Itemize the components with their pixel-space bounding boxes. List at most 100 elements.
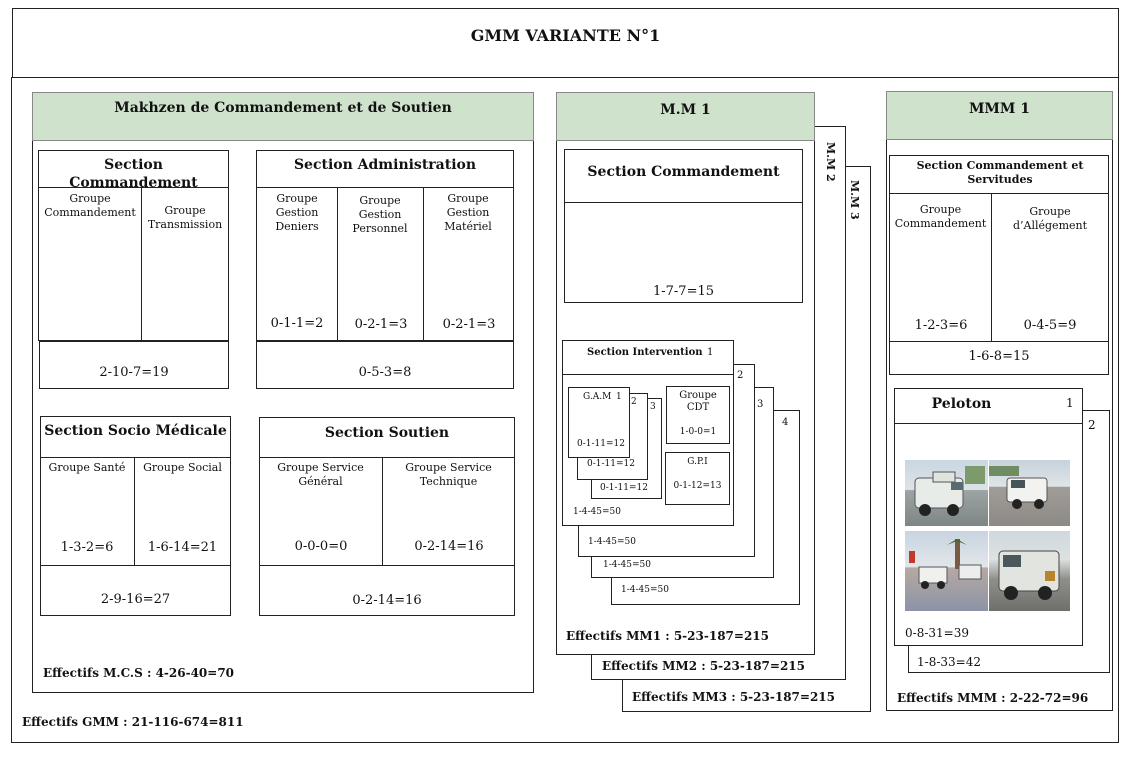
divider [562,374,734,375]
mm1-cmd-section [564,149,803,303]
intervention-n3: 3 [757,399,764,410]
peloton-title: Peloton [931,396,992,412]
intervention-total-2: 1-4-45=50 [588,537,636,547]
gam-v2: 0-1-11=12 [587,459,635,469]
mcs-admin-v1: 0-1-1=2 [270,316,324,331]
divider [889,341,1109,342]
cdt-box [666,386,730,444]
mcs-admin-v2: 0-2-1=3 [354,317,408,332]
intervention-total-3: 1-4-45=50 [603,560,651,570]
gam-v1: 0-1-11=12 [577,439,625,449]
mmm-scs-v2: 0-4-5=9 [1023,318,1077,333]
mmm-scs-title: Section Commandement et Servitudes [916,159,1084,186]
mcs-socio-title: Section Socio Médicale [44,423,227,439]
divider [40,565,231,566]
divider [889,193,1109,194]
intervention-title: Section Intervention [587,347,703,358]
mcs-soutien-total: 0-2-14=16 [352,593,422,608]
divider [134,457,135,565]
gpi-title: G.P.I [687,457,708,467]
mcs-soutien-v1: 0-0-0=0 [294,539,348,554]
peloton-v2: 1-8-33=42 [917,655,981,669]
mmm-scs-total: 1-6-8=15 [968,349,1030,364]
peloton-n1: 1 [1066,396,1074,410]
mcs-cmd-g1: Groupe Commandement [44,192,136,219]
divider [40,457,231,458]
mcs-cmd-total: 2-10-7=19 [99,365,169,380]
mcs-cmd-section [38,150,229,341]
mcs-effectifs: Effectifs M.C.S : 4-26-40=70 [43,666,235,680]
divider [382,457,383,565]
mcs-admin-section [256,150,514,341]
mcs-cmd-total-box [39,341,229,389]
mcs-socio-v1: 1-3-2=6 [60,540,114,555]
page-title: GMM VARIANTE N°1 [470,26,661,45]
intervention-total-1: 1-4-45=50 [573,507,621,517]
mcs-socio-g1: Groupe Santé [48,461,126,474]
vehicle-photo-3 [905,531,988,611]
divider [564,202,803,203]
divider [337,187,338,341]
mcs-cmd-title: Section Commandement [69,157,198,191]
divider [141,187,142,341]
cdt-value: 1-0-0=1 [679,427,717,437]
mcs-soutien-v2: 0-2-14=16 [414,539,484,554]
divider [38,187,229,188]
mm1-cmd-title: Section Commandement [587,164,780,180]
mm2-effectifs: Effectifs MM2 : 5-23-187=215 [602,659,805,673]
mcs-admin-g1: Groupe Gestion Deniers [275,192,319,233]
title-box [12,8,1119,78]
divider [894,423,1083,424]
vehicle-photo-2 [989,460,1070,526]
mcs-header-label: Makhzen de Commandement et de Soutien [114,100,452,116]
divider [259,565,515,566]
mcs-admin-total: 0-5-3=8 [358,365,412,380]
mmm-effectifs: Effectifs MMM : 2-22-72=96 [897,691,1089,705]
mm1-effectifs: Effectifs MM1 : 5-23-187=215 [566,629,769,643]
mcs-soutien-title: Section Soutien [324,425,450,441]
gam-v3: 0-1-11=12 [600,483,648,493]
mm2-label: M.M 2 [824,142,837,182]
mmm-header-label: MMM 1 [968,101,1031,117]
mcs-admin-total-box [256,341,514,389]
mm1-header [556,92,815,141]
mcs-admin-g3: Groupe Gestion Matériel [444,192,492,233]
divider [991,193,992,341]
peloton-n2: 2 [1088,418,1096,432]
outer-frame [11,77,1119,743]
gam-card-1 [568,387,630,458]
mmm-scs-v1: 1-2-3=6 [914,318,968,333]
mm3-effectifs: Effectifs MM3 : 5-23-187=215 [632,690,835,704]
mm3-label: M.M 3 [848,180,861,220]
mmm-scs-section [889,155,1109,375]
mcs-socio-v2: 1-6-14=21 [147,540,218,555]
mcs-soutien-section [259,417,515,616]
divider [259,457,515,458]
mcs-socio-total: 2-9-16=27 [100,592,171,607]
intervention-n2: 2 [737,370,744,381]
mcs-soutien-g1: Groupe Service Général [277,461,364,488]
mcs-admin-g2: Groupe Gestion Personnel [352,194,408,235]
vehicle-photo-4 [989,531,1070,611]
divider [423,187,424,341]
peloton-v1: 0-8-31=39 [905,626,969,640]
cdt-title: Groupe CDT [679,390,717,413]
mcs-cmd-g2: Groupe Transmission [147,204,223,231]
divider [256,187,514,188]
gam-n2: 2 [631,397,637,407]
gmm-effectifs: Effectifs GMM : 21-116-674=811 [22,715,244,729]
vehicle-photo-1 [905,460,988,526]
gam-n3: 3 [650,402,656,412]
intervention-total-4: 1-4-45=50 [621,585,669,595]
mmm-scs-g1: Groupe Commandement [894,203,987,230]
mmm-scs-g2: Groupe d’Allégement [1012,205,1088,232]
mmm-header [886,91,1113,140]
mcs-admin-v3: 0-2-1=3 [442,317,496,332]
intervention-n1: 1 [707,347,714,358]
gpi-value: 0-1-12=13 [673,481,722,491]
mm1-header-label: M.M 1 [660,102,711,118]
mcs-admin-title: Section Administration [293,157,477,173]
mcs-soutien-g2: Groupe Service Technique [405,461,492,488]
gam-title: G.A.M [583,392,612,402]
mcs-socio-section [40,416,231,616]
